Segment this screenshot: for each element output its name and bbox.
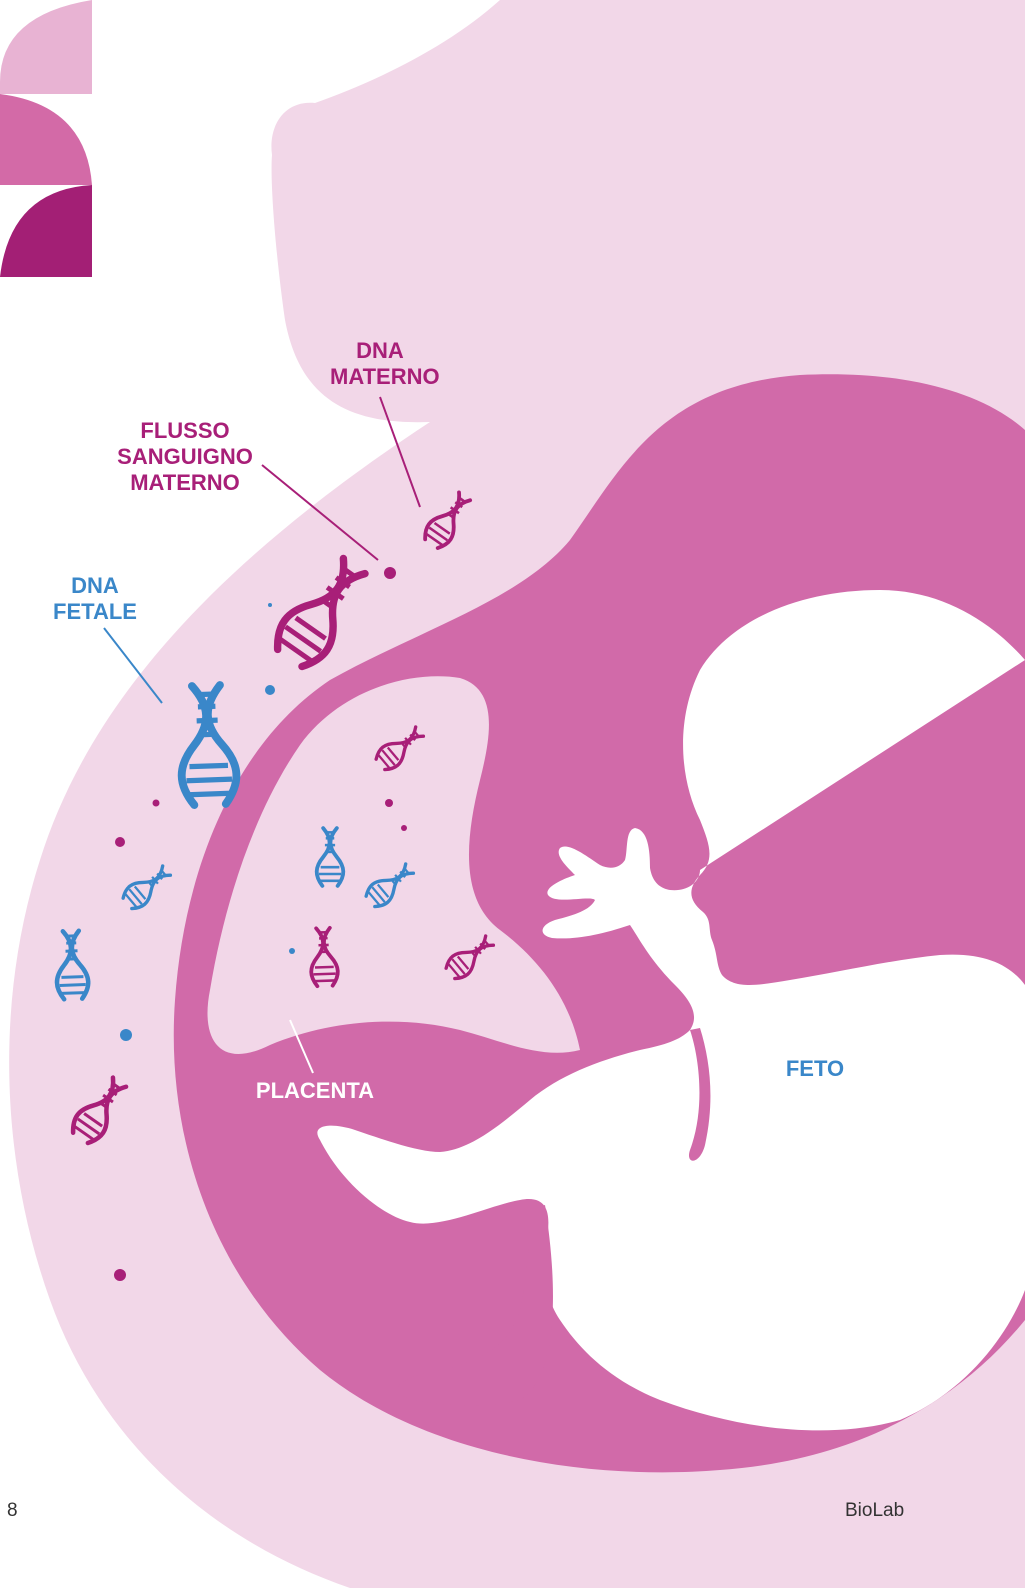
corner-decoration [0, 0, 92, 277]
deco-shape-top [0, 0, 92, 94]
dot-icon [115, 837, 125, 847]
dot-icon [385, 799, 393, 807]
label-feto: FETO [765, 1056, 865, 1082]
dot-icon [153, 800, 160, 807]
label-dna-fetale: DNA FETALE [40, 573, 150, 625]
deco-shape-middle [0, 94, 92, 185]
dot-icon [114, 1269, 126, 1281]
dot-icon [384, 567, 396, 579]
dot-icon [265, 685, 275, 695]
label-flusso-sanguigno-materno: FLUSSO SANGUIGNO MATERNO [100, 418, 270, 496]
label-placenta: PLACENTA [240, 1078, 390, 1104]
dot-icon [289, 948, 295, 954]
page-number: 8 [7, 1500, 18, 1522]
deco-shape-bottom [0, 185, 92, 277]
label-dna-materno: DNA MATERNO [330, 338, 430, 390]
dot-icon [268, 603, 272, 607]
dot-icon [120, 1029, 132, 1041]
dot-icon [401, 825, 407, 831]
brand-name: BioLab [845, 1500, 904, 1522]
